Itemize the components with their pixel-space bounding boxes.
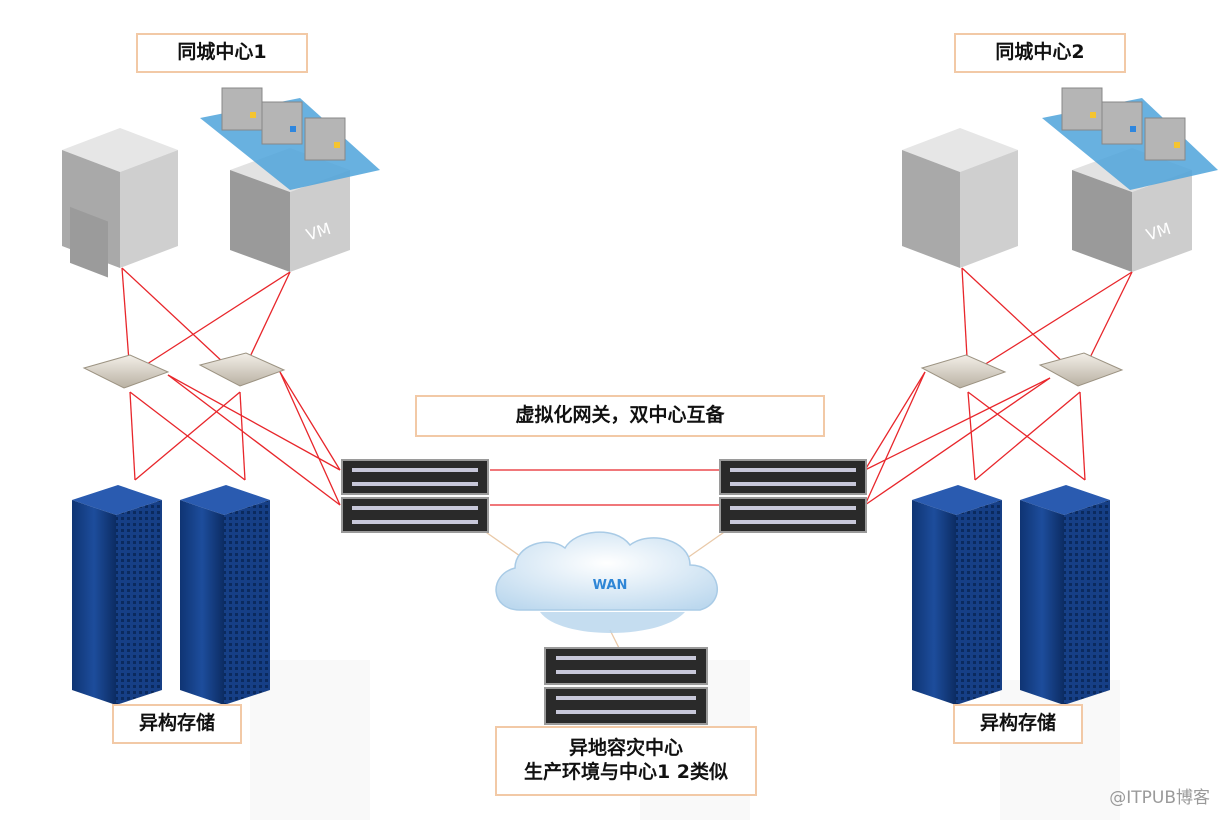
switch-left-2 bbox=[198, 352, 286, 387]
label-storage-left-text: 异构存储 bbox=[138, 712, 215, 735]
wan-label: WAN bbox=[593, 578, 628, 593]
switch-left-1 bbox=[82, 354, 170, 389]
label-storage-left: 异构存储 bbox=[112, 704, 242, 744]
link-l11 bbox=[279, 371, 341, 471]
label-remote-center: 异地容灾中心 生产环境与中心1 2类似 bbox=[495, 726, 757, 796]
vm-guests-right bbox=[1061, 87, 1186, 161]
label-remote-line-2: 生产环境与中心1 2类似 bbox=[523, 761, 729, 783]
link-r5 bbox=[967, 391, 976, 481]
label-remote-line-1: 异地容灾中心 bbox=[568, 737, 683, 760]
link-r12 bbox=[864, 377, 1051, 506]
label-center-2-text: 同城中心2 bbox=[995, 41, 1085, 64]
vm-host-right: VM bbox=[1042, 87, 1218, 272]
label-center-1-text: 同城中心1 bbox=[177, 41, 267, 64]
link-l10 bbox=[167, 374, 341, 506]
link-r8 bbox=[1079, 391, 1086, 481]
remote-server bbox=[544, 647, 708, 725]
link-l3 bbox=[129, 271, 291, 376]
gateway-right bbox=[719, 459, 867, 533]
links bbox=[121, 267, 1133, 506]
link-l12 bbox=[279, 371, 341, 506]
label-storage-right-text: 异构存储 bbox=[979, 712, 1056, 735]
link-l8 bbox=[239, 391, 246, 481]
label-gateway: 虚拟化网关，双中心互备 bbox=[415, 395, 825, 437]
gateway-left bbox=[341, 459, 489, 533]
switch-right-1 bbox=[920, 354, 1007, 389]
label-center-1: 同城中心1 bbox=[136, 33, 308, 73]
label-storage-right: 异构存储 bbox=[953, 704, 1083, 744]
physical-server-left bbox=[62, 128, 178, 278]
link-l5 bbox=[129, 391, 136, 481]
label-center-2: 同城中心2 bbox=[954, 33, 1126, 73]
storage-rack-right bbox=[912, 485, 1110, 705]
link-r10 bbox=[864, 371, 926, 506]
switch-right-2 bbox=[1038, 352, 1124, 387]
link-r7 bbox=[974, 391, 1081, 481]
switches-left bbox=[82, 352, 286, 389]
site-watermark: @ITPUB博客 bbox=[1109, 788, 1210, 808]
switches-right bbox=[920, 352, 1124, 389]
physical-server-right bbox=[902, 128, 1018, 268]
wan-cloud bbox=[495, 531, 718, 633]
storage-rack-left bbox=[72, 485, 270, 705]
vm-host-left: VM bbox=[200, 87, 380, 272]
link-r11 bbox=[864, 377, 1051, 471]
link-r3 bbox=[967, 271, 1133, 376]
link-l9 bbox=[167, 374, 341, 471]
vm-guests-left bbox=[221, 87, 346, 161]
link-r9 bbox=[864, 371, 926, 471]
link-l7 bbox=[134, 391, 241, 481]
label-gateway-text: 虚拟化网关，双中心互备 bbox=[515, 404, 725, 427]
